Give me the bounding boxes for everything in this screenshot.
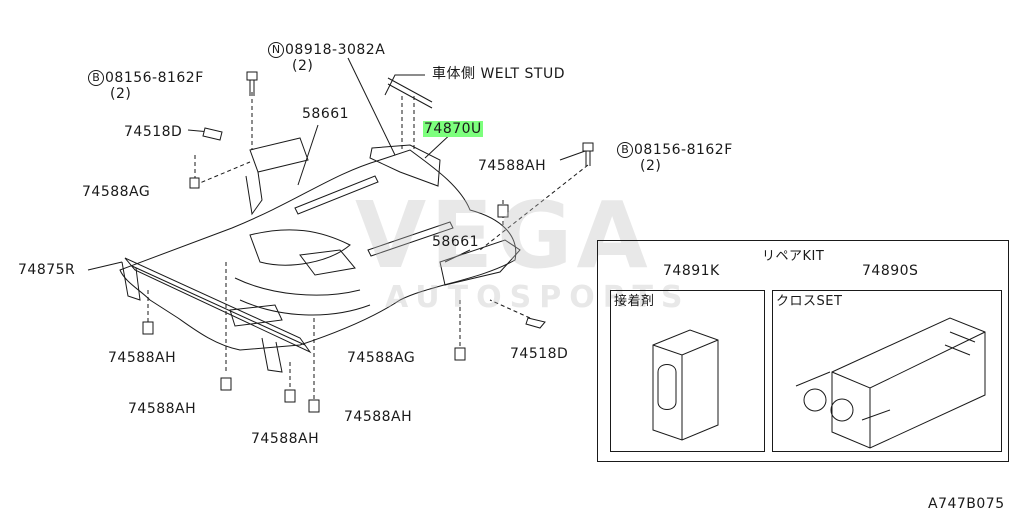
callout-welt-stud: 車体側 WELT STUD [432, 66, 565, 82]
bolts [142, 71, 594, 413]
callout-74588ah-3: 74588AH [344, 409, 413, 425]
callout-74588ah-2: 74588AH [128, 401, 197, 417]
cloth-set-box [772, 290, 1002, 452]
callout-b-bolt-left-qty: (2) [110, 86, 132, 102]
part-74890s-number: 74890S [862, 263, 919, 279]
callout-74588ah-right: 74588AH [478, 158, 547, 174]
welt-stud-rail [387, 77, 433, 109]
adhesive-box [610, 290, 765, 452]
diagram-code: A747B075 [928, 496, 1005, 512]
callout-74875r: 74875R [18, 262, 76, 278]
callout-58661-mid: 58661 [432, 234, 480, 250]
repair-kit-frame [597, 240, 1009, 462]
b-bolt-code: 08156-8162F [634, 142, 733, 158]
undercover-panel [119, 149, 517, 351]
callout-b-bolt-right-qty: (2) [640, 158, 662, 174]
b-prefix-circle: B [617, 142, 633, 158]
callout-74588ah-1: 74588AH [108, 350, 177, 366]
part-74891k-number: 74891K [663, 263, 720, 279]
front-rail [121, 257, 312, 373]
callout-74588ag-left: 74588AG [82, 184, 151, 200]
callout-n-bolt-qty: (2) [292, 58, 314, 74]
cloth-set-drawing [795, 317, 986, 449]
brackets [229, 137, 521, 327]
callout-74518d-left: 74518D [124, 124, 183, 140]
repair-kit-title: リペアKIT [762, 249, 825, 264]
guide-lines [147, 92, 589, 400]
leader-lines [87, 57, 589, 271]
adhesive-drawing [652, 329, 719, 441]
callout-74588ah-4: 74588AH [251, 431, 320, 447]
stay-rods [294, 175, 454, 257]
callout-74588ag-mid: 74588AG [347, 350, 416, 366]
callout-74870u: 74870U [423, 121, 483, 137]
adhesive-label: 接着剤 [614, 294, 655, 309]
callout-58661-top: 58661 [302, 106, 350, 122]
b-prefix-circle: B [88, 70, 104, 86]
cloth-set-label: クロスSET [776, 294, 843, 309]
b-bolt-code: 08156-8162F [105, 70, 204, 86]
n-bolt-code: 08918-3082A [285, 42, 386, 58]
n-prefix-circle: N [268, 42, 284, 58]
highlighted-part-74870u: 74870U [423, 121, 483, 137]
callout-74518d-right: 74518D [510, 346, 569, 362]
